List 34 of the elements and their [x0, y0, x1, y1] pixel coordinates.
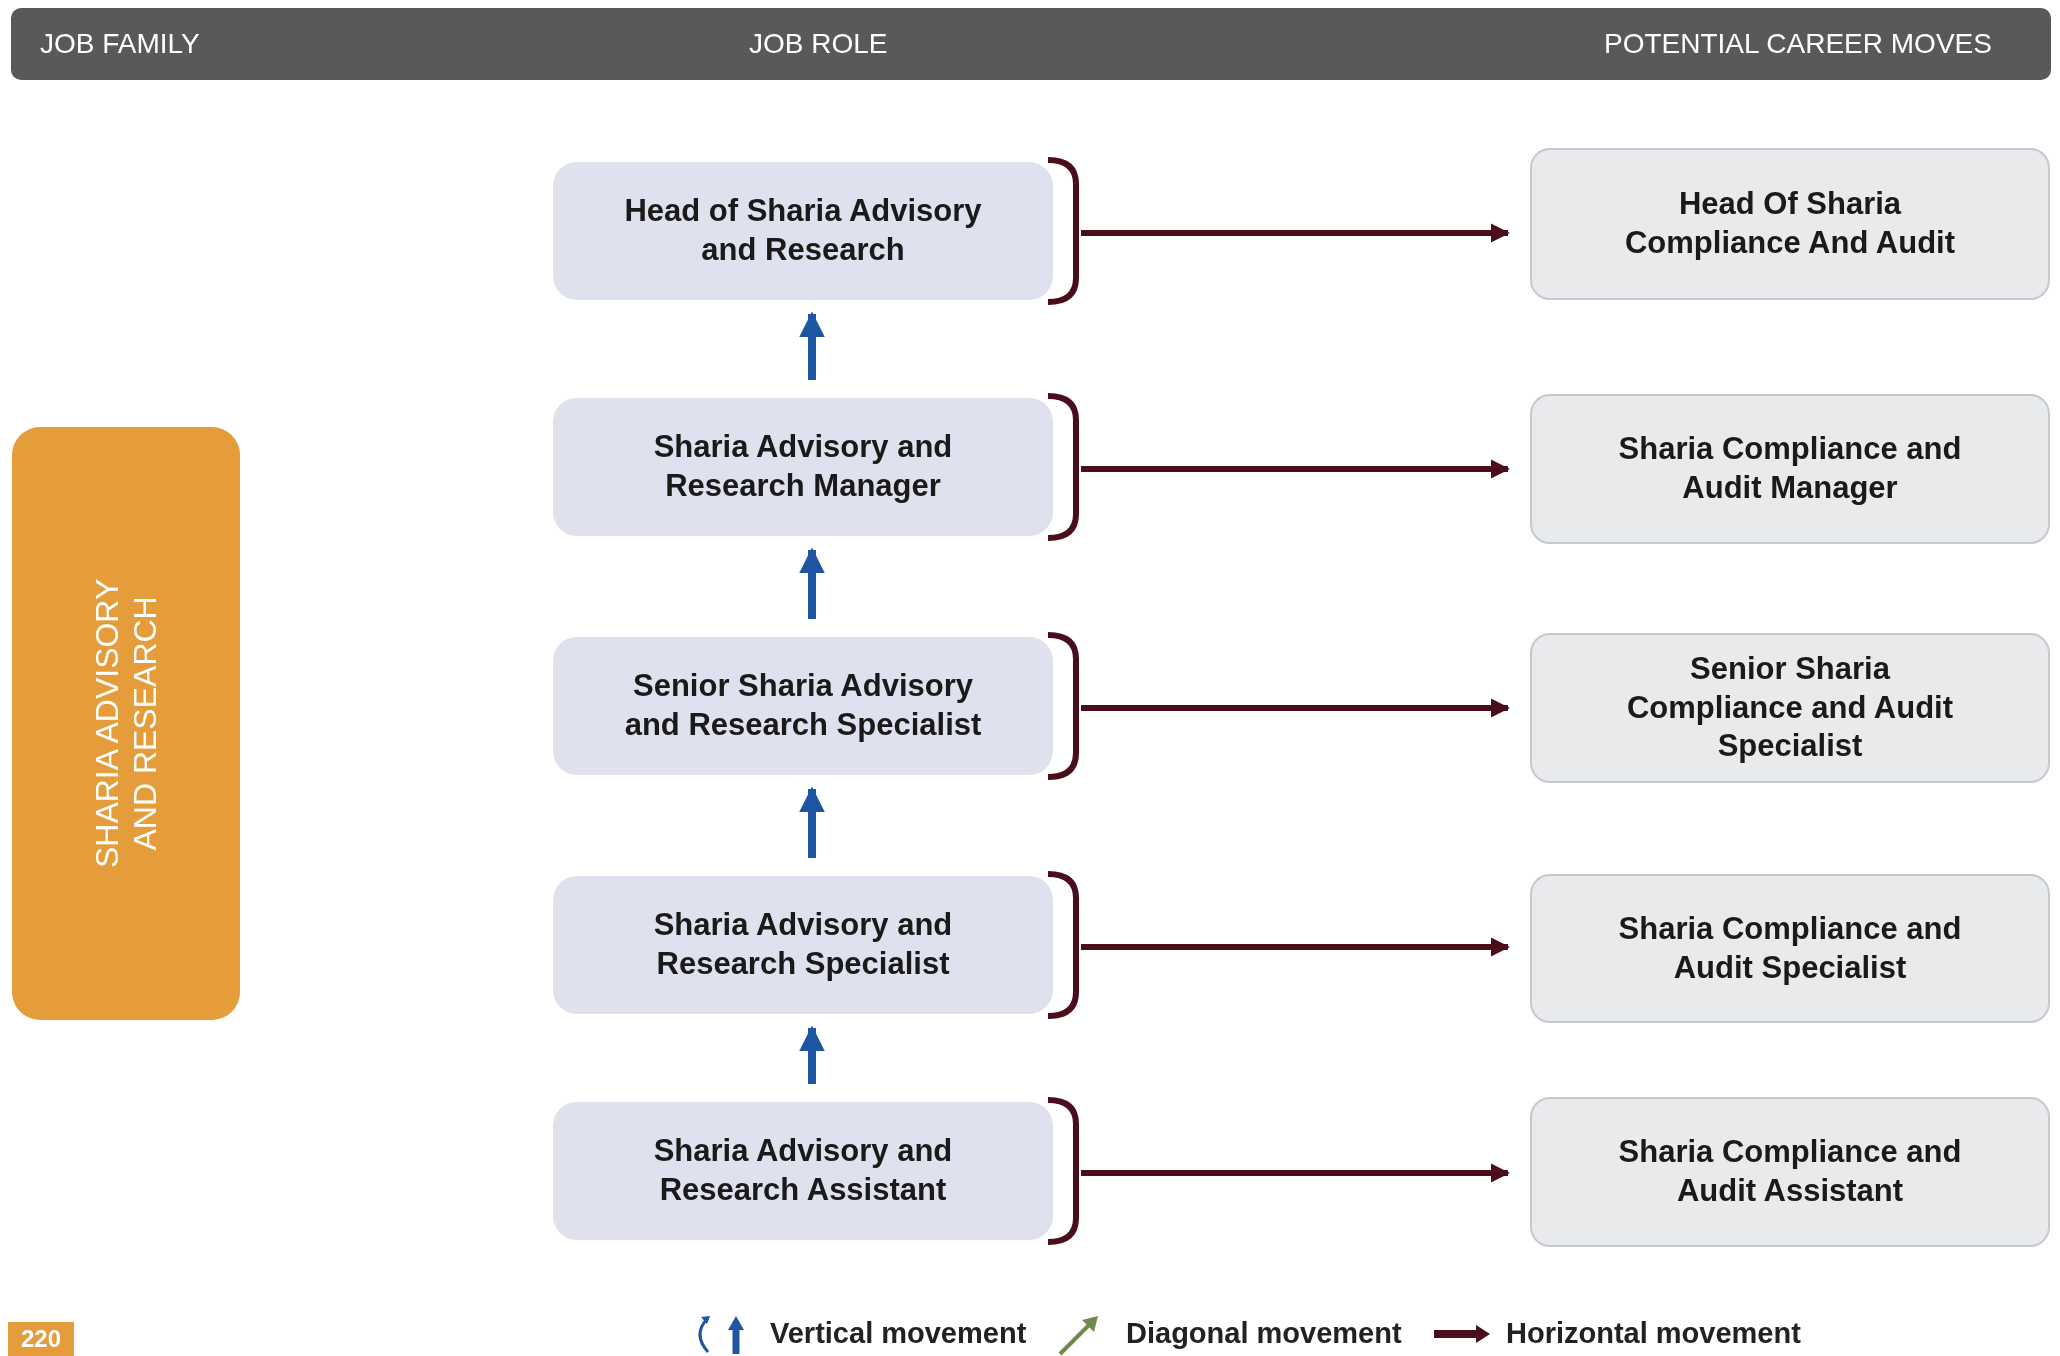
job-role-box	[553, 1102, 1053, 1240]
arrow	[1081, 1163, 1510, 1183]
column-header: POTENTIAL CAREER MOVES	[1604, 27, 1992, 61]
job-title: Sharia Advisory and Research Manager	[652, 428, 954, 505]
arrow	[1081, 698, 1510, 718]
job-role-box	[553, 876, 1053, 1014]
job-role-box	[553, 637, 1053, 775]
job-role-box	[553, 162, 1053, 300]
job-role-box	[553, 398, 1053, 536]
column-header: JOB FAMILY	[40, 27, 200, 61]
job-title: Sharia Compliance and Audit Assistant	[1617, 1133, 1963, 1210]
legend-label: Diagonal movement	[1126, 1316, 1402, 1350]
arrow	[1081, 937, 1510, 957]
job-title: Sharia Advisory and Research Assistant	[652, 1132, 954, 1209]
career-move-box	[1530, 633, 2050, 783]
career-move-box	[1530, 394, 2050, 544]
job-title: Senior Sharia Compliance and Audit Specialist	[1625, 649, 1955, 766]
job-family-box	[12, 427, 240, 1020]
job-title: Sharia Compliance and Audit Manager	[1617, 430, 1963, 507]
legend-label: Vertical movement	[770, 1316, 1027, 1350]
job-title: Sharia Advisory and Research Specialist	[652, 906, 954, 983]
job-title: Senior Sharia Advisory and Research Specialist	[623, 667, 983, 744]
career-move-box	[1530, 1097, 2050, 1247]
page-number: 220	[8, 1322, 74, 1356]
column-header: JOB ROLE	[749, 27, 888, 61]
career-move-box	[1530, 148, 2050, 300]
career-move-box	[1530, 874, 2050, 1023]
arrow	[1081, 459, 1510, 479]
job-title: Sharia Compliance and Audit Specialist	[1617, 909, 1963, 987]
job-title: Head of Sharia Advisory and Research	[623, 192, 983, 269]
legend-label: Horizontal movement	[1506, 1316, 1801, 1350]
job-title: Head Of Sharia Compliance And Audit	[1623, 185, 1957, 262]
arrow	[1081, 223, 1510, 243]
job-family-label: SHARIA ADVISORY AND RESEARCH	[87, 577, 164, 871]
